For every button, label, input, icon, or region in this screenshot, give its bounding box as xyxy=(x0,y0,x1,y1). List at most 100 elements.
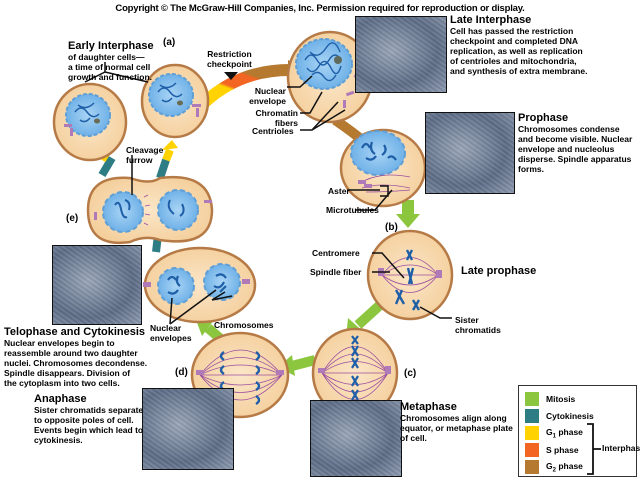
sister-chromatids-label: Sister chromatids xyxy=(455,315,501,335)
prophase-title: Prophase xyxy=(518,112,569,124)
legend-item-g1: G1 phase xyxy=(525,426,583,440)
stage-letter-a: (a) xyxy=(163,37,176,48)
early-interphase-cell-2 xyxy=(140,63,210,139)
early-interphase-desc-line: of daughter cells— xyxy=(68,52,145,62)
legend-swatch xyxy=(525,443,539,457)
spindle-fiber-label: Spindle fiber xyxy=(310,267,362,277)
metaphase-desc-line: of cell. xyxy=(400,433,427,443)
anaphase-desc-line: Sister chromatids separate xyxy=(34,405,144,415)
label-line: Nuclear xyxy=(150,323,182,333)
late-interphase-desc-line: and synthesis of extra membrane. xyxy=(450,66,588,76)
legend-label: S phase xyxy=(546,445,579,455)
prophase-micrograph xyxy=(425,112,515,194)
metaphase-desc-line: equator, or metaphase plate xyxy=(400,423,513,433)
restriction-checkpoint-label: Restriction checkpoint xyxy=(207,49,252,69)
prophase-cell xyxy=(339,128,427,208)
stage-letter-b: (b) xyxy=(385,222,398,233)
label-line: checkpoint xyxy=(207,59,252,69)
telophase-desc-line: nuclei. Chromosomes decondense. xyxy=(4,358,148,368)
centrioles-label: Centrioles xyxy=(252,126,294,136)
early-interphase-desc-line: a time of normal cell xyxy=(68,62,151,72)
legend-label: G1 phase xyxy=(546,427,583,440)
telophase-micrograph xyxy=(52,245,142,325)
label-line: Cleavage xyxy=(126,145,164,155)
legend-label-main: G xyxy=(546,426,553,437)
legend-label: G2 phase xyxy=(546,461,583,474)
prophase-desc-line: forms. xyxy=(518,164,544,174)
late-interphase-desc-line: of centrioles and mitochondria, xyxy=(450,56,577,66)
legend: Mitosis Cytokinesis G1 phase S phase G2 … xyxy=(518,385,640,477)
telophase-desc-line: Nuclear envelopes begin to xyxy=(4,338,115,348)
late-interphase-caption: Late Interphase Cell has passed the rest… xyxy=(450,14,587,76)
legend-item-s: S phase xyxy=(525,443,579,457)
late-interphase-cell xyxy=(286,30,374,124)
prophase-desc-line: envelope and nucleolus xyxy=(518,144,615,154)
legend-swatch xyxy=(525,392,539,406)
legend-label: Mitosis xyxy=(546,394,576,404)
label-line: envelopes xyxy=(150,333,192,343)
legend-label-sub: 2 xyxy=(552,467,556,474)
telophase-desc-line: reassemble around two daughter xyxy=(4,348,138,358)
interphase-bracket xyxy=(587,423,601,475)
late-prophase-title: Late prophase xyxy=(461,265,537,277)
early-interphase-caption: Early Interphase of daughter cells— a ti… xyxy=(68,40,154,82)
legend-item-mitosis: Mitosis xyxy=(525,392,575,406)
anaphase-desc-line: Events begin which lead to xyxy=(34,425,144,435)
telophase-desc-line: Spindle disappears. Division of xyxy=(4,368,131,378)
legend-item-g2: G2 phase xyxy=(525,460,583,474)
legend-label-sub: 1 xyxy=(552,433,556,440)
prophase-desc-line: Chromosomes condense xyxy=(518,124,620,134)
copyright-notice: Copyright © The McGraw-Hill Companies, I… xyxy=(115,3,525,14)
stage-letter-d: (d) xyxy=(175,367,188,378)
nuclear-envelopes-label: Nuclear envelopes xyxy=(150,323,192,343)
telophase-cell xyxy=(143,246,257,324)
telophase-caption: Telophase and Cytokinesis Nuclear envelo… xyxy=(4,326,147,388)
anaphase-caption: Anaphase Sister chromatids separate to o… xyxy=(34,393,143,445)
restriction-checkpoint-marker xyxy=(224,72,238,80)
label-line: Restriction xyxy=(207,49,252,59)
metaphase-title: Metaphase xyxy=(400,401,457,413)
late-interphase-desc-line: replication, as well as replication xyxy=(450,46,583,56)
metaphase-desc-line: Chromosomes align along xyxy=(400,413,507,423)
metaphase-micrograph xyxy=(310,400,402,477)
metaphase-caption: Metaphase Chromosomes align along equato… xyxy=(400,401,513,443)
centromere-label: Centromere xyxy=(312,248,360,258)
legend-label-suffix: phase xyxy=(555,460,583,471)
aster-label: Aster xyxy=(328,186,350,196)
prophase-desc-line: and become visible. Nuclear xyxy=(518,134,633,144)
microtubules-label: Microtubules xyxy=(326,205,379,215)
cleavage-furrow-label: Cleavage furrow xyxy=(126,145,163,165)
legend-swatch xyxy=(525,409,539,423)
stage-letter-e: (e) xyxy=(66,213,79,224)
nuclear-envelope-label: Nuclear envelope xyxy=(248,86,286,106)
late-interphase-title: Late Interphase xyxy=(450,14,532,26)
legend-label-main: G xyxy=(546,460,553,471)
legend-label: Cytokinesis xyxy=(546,411,594,421)
label-line: chromatids xyxy=(455,325,501,335)
prophase-caption: Prophase Chromosomes condense and become… xyxy=(518,112,632,174)
late-interphase-desc-line: checkpoint and completed DNA xyxy=(450,36,578,46)
late-interphase-micrograph xyxy=(355,16,447,93)
label-line: furrow xyxy=(126,155,153,165)
early-interphase-title: Early Interphase xyxy=(68,40,154,52)
label-line: Chromatin xyxy=(255,108,299,118)
early-interphase-desc-line: growth and function. xyxy=(68,72,153,82)
chromatin-fibers-label: Chromatin fibers xyxy=(248,108,299,128)
label-line: envelope xyxy=(249,96,286,106)
mitosis-arrow-b xyxy=(396,200,420,228)
legend-label-suffix: phase xyxy=(555,426,583,437)
legend-item-cytokinesis: Cytokinesis xyxy=(525,409,594,423)
anaphase-desc-line: to opposite poles of cell. xyxy=(34,415,134,425)
legend-swatch xyxy=(525,426,539,440)
late-interphase-desc-line: Cell has passed the restriction xyxy=(450,26,574,36)
legend-swatch xyxy=(525,460,539,474)
leader-lines xyxy=(84,62,452,325)
label-line: fibers xyxy=(274,118,298,128)
telophase-title: Telophase and Cytokinesis xyxy=(4,326,146,338)
interphase-group-label: Interphase xyxy=(602,443,640,453)
chromosomes-label: Chromosomes xyxy=(214,320,274,330)
label-line: Sister xyxy=(455,315,479,325)
telophase-desc-line: the cytoplasm into two cells. xyxy=(4,378,120,388)
stage-letter-c: (c) xyxy=(404,368,417,379)
cytokinesis-cell xyxy=(86,175,214,245)
